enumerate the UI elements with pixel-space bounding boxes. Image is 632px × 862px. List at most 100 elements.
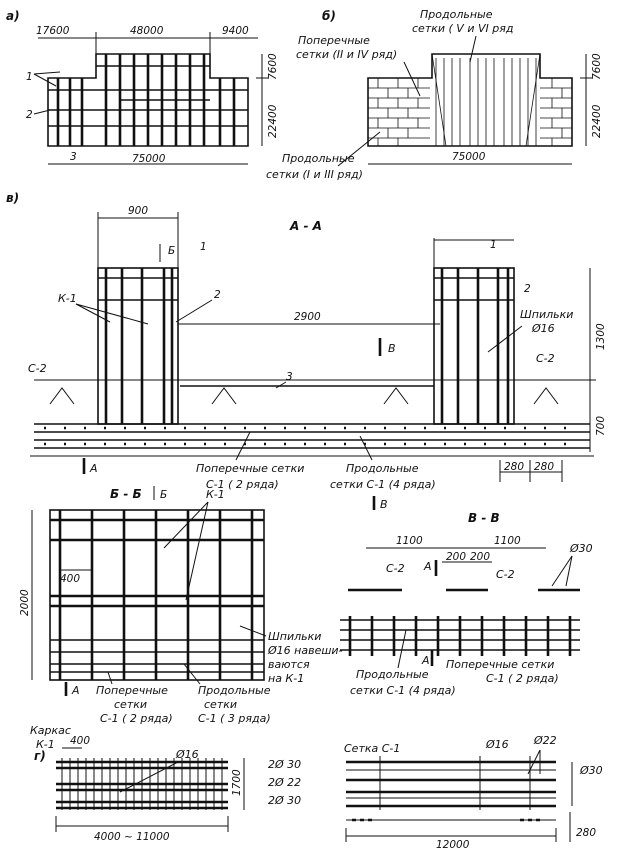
vv-long-1: Продольные [356,668,429,681]
callout-3: 3 [286,371,293,383]
callout-1-left: 1 [200,241,207,253]
pins-label-3: ваются [268,658,310,671]
wall-right [433,267,515,425]
wall-left-bars [104,268,174,424]
dim-1700: 1700 [231,769,243,796]
panel-v: в) А - А 900 1 Б К-1 2 2900 В 3 1 2 [6,191,607,511]
mesh-dia-30: Ø30 [579,764,603,777]
mark-a-vv-bottom: А [421,654,430,667]
label-c2-vv-b: С-2 [496,568,515,581]
panel-b-leader [403,61,421,97]
mark-a-vv-top: А [423,560,432,573]
leader [185,501,209,601]
panel-g-letter: г) [34,749,46,763]
label-k1-bb: К-1 [206,488,225,501]
panel-b-long-bottom-2: сетки (I и III ряд) [266,168,363,181]
vv-transverse-1: Поперечные сетки [446,658,554,671]
bb-horizontal-bars [50,518,264,608]
panel-a-dim-75000: 75000 [132,153,166,165]
bb-transverse-1: Поперечные [96,684,168,697]
leader-k1 [75,303,149,325]
panel-b-dim-22400: 22400 [591,104,603,138]
panel-section-bb: Б - Б К-1 2000 400 Шпильки Ø16 навеши- в… [19,487,343,725]
panel-b-hatching [368,53,572,147]
panel-a-dim-9400: 9400 [222,25,249,37]
mark-a-bb: А [71,684,80,697]
mark-v-bottom: В [380,498,388,511]
bb-long-1: Продольные [198,684,271,697]
transverse-label-2: С-1 ( 2 ряда) [206,478,279,491]
dim-700: 700 [595,416,607,436]
panel-b-long-top-2: сетки ( V и VI ряд [412,22,513,35]
dim-200-b: 200 [470,551,490,563]
panel-b-leader [469,35,477,63]
panel-b-letter: б) [322,9,336,23]
wall-right-ties [434,277,514,301]
leader-k1 [75,303,111,323]
panel-section-vv: В - В 1100 1100 200 200 Ø30 С-2 С-2 А А … [340,511,593,697]
panel-a-dim-48000: 48000 [130,25,164,37]
dim-280-b: 280 [534,461,554,473]
vv-transverse-bars [348,616,572,656]
frame-title: Каркас [30,724,71,737]
pins-label-2: Ø16 навеши- [267,644,343,657]
panel-b-leader [337,131,381,167]
panel-a-callout-1: 1 [26,71,33,83]
panel-a-callout-3: 3 [70,151,77,163]
wall-left-ties [98,277,178,301]
dim-1100-b: 1100 [494,535,521,547]
panel-a-dim-22400: 22400 [267,104,279,138]
vv-long-2: сетки С-1 (4 ряда) [350,684,456,697]
dia-30-vv: Ø30 [569,542,593,555]
leader [119,761,179,793]
section-aa-title: А - А [289,219,322,233]
panel-a-leader [33,109,51,115]
panel-a-callout-2: 2 [26,109,33,121]
long-label-1: Продольные [346,462,419,475]
dim-2900: 2900 [294,311,321,323]
panel-b-long-top-1: Продольные [420,8,493,21]
panel-a-leader [33,71,61,75]
dia-16-frame: Ø16 [175,748,199,761]
pins-label-1: Шпильки [268,630,321,643]
leader [359,435,373,461]
pins-label-4: на К-1 [268,672,304,685]
label-c2-left: С-2 [28,362,47,375]
leader [183,663,201,685]
slab-bar-dots [44,426,566,446]
bb-long-2: сетки [204,698,237,711]
dim-2000: 2000 [19,589,31,616]
bar-2: 2Ø 22 [268,776,301,789]
leader [397,629,407,669]
frame-id: К-1 [36,738,55,751]
mesh-length: 12000 [436,839,470,851]
section-bb-title: Б - Б [110,487,142,501]
panel-a-horizontal-bars [48,65,248,127]
panel-b: б) Продольные сетки ( V и VI ряд Попереч… [266,8,603,181]
leader [175,299,213,323]
panel-b-dim-75000: 75000 [452,151,486,163]
leader [239,625,267,637]
panel-b-transverse-2: сетки (II и IV ряд) [296,48,397,61]
bar-3: 2Ø 30 [268,794,301,807]
transverse-label-1: Поперечные сетки [196,462,304,475]
bar-1: 2Ø 30 [268,758,301,771]
wall-left [97,267,179,425]
mesh-title: Сетка С-1 [344,742,400,755]
panel-b-transverse-1: Поперечные [298,34,370,47]
dim-900: 900 [128,205,148,217]
leader [565,555,573,587]
dim-200-a: 200 [446,551,466,563]
bb-long-3: С-1 ( 3 ряда) [198,712,271,725]
bb-transverse-3: С-1 ( 2 ряда) [100,712,173,725]
dim-400: 400 [60,573,80,585]
mark-b-top: Б [168,245,175,257]
long-label-2: сетки С-1 (4 ряда) [330,478,436,491]
dim-1300: 1300 [595,323,607,350]
label-pins-2: Ø16 [531,322,555,335]
panel-a-leader [33,73,57,87]
callout-1-right: 1 [490,239,497,251]
label-c2-right: С-2 [536,352,555,365]
